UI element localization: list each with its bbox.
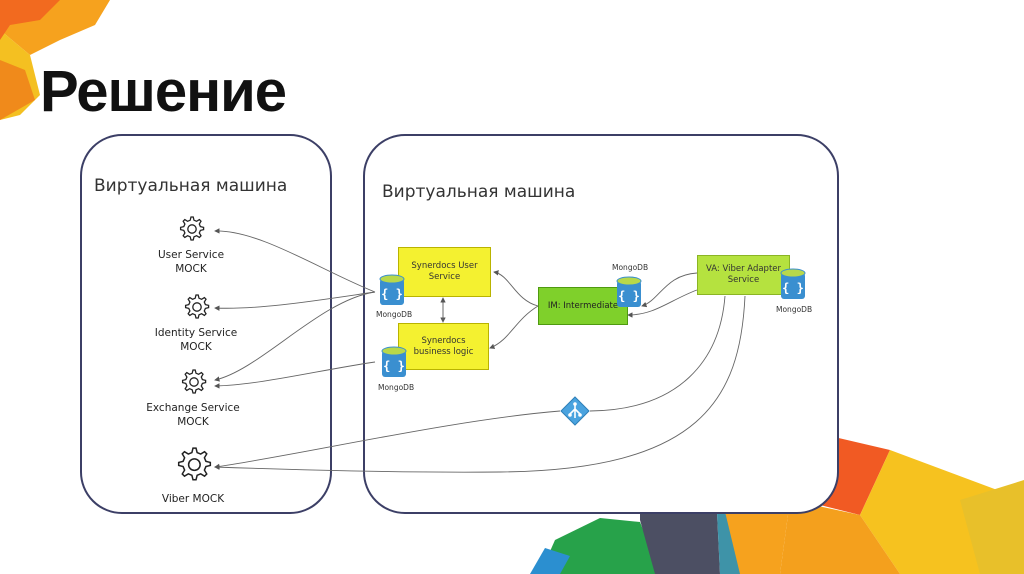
box-synerdocs-user-service: Synerdocs User Service — [398, 247, 491, 297]
service-exchange-mock-label: MOCK — [177, 416, 209, 428]
gear-icon — [179, 216, 205, 241]
box-viber-adapter-line1: VA: Viber Adapter — [705, 264, 782, 274]
db-label-intermediate: MongoDB — [612, 263, 649, 272]
gateway-icon — [560, 396, 590, 426]
service-exchange-name: Exchange Service — [146, 402, 240, 414]
service-identity-name: Identity Service — [154, 327, 238, 339]
service-viber-name: Viber MOCK — [161, 493, 225, 505]
service-identity-mock: Identity Service MOCK — [136, 292, 256, 354]
service-exchange-mock: Exchange Service MOCK — [133, 367, 253, 429]
gear-icon — [181, 369, 207, 394]
vm-left-label: Виртуальная машина — [94, 176, 288, 196]
service-identity-mock-label: MOCK — [180, 341, 212, 353]
svg-text:{ }: { } — [383, 359, 405, 373]
page-title: Решение — [40, 59, 287, 124]
svg-text:{ }: { } — [782, 281, 804, 295]
box-viber-adapter-service: VA: Viber Adapter Service — [697, 255, 790, 295]
box-synerdocs-business-logic: Synerdocs business logic — [398, 323, 489, 370]
service-user-name: User Service — [157, 249, 225, 261]
deco-shape-green — [540, 518, 660, 574]
deco-shape-orange-left — [0, 60, 35, 120]
mongodb-database-icon: { } — [616, 276, 642, 307]
db-label-viber-adapter: MongoDB — [776, 305, 813, 314]
box-viber-adapter-line2: Service — [727, 275, 760, 285]
mongodb-database-icon: { } — [381, 346, 407, 377]
svg-text:{ }: { } — [618, 289, 640, 303]
box-business-logic-line2: business logic — [413, 346, 474, 357]
deco-shape-red-top — [0, 0, 60, 40]
service-viber-mock: Viber MOCK — [133, 444, 253, 506]
mongodb-database-icon: { } — [379, 274, 405, 305]
gear-icon — [177, 447, 212, 481]
service-user-mock: User Service MOCK — [131, 214, 251, 276]
deco-shape-yellow-edge — [960, 480, 1024, 574]
service-user-mock-label: MOCK — [175, 263, 207, 275]
box-im-intermediate-label: IM: Intermediate — [547, 301, 619, 311]
db-label-user-service: MongoDB — [376, 310, 413, 319]
vm-right-label: Виртуальная машина — [382, 182, 576, 202]
box-im-intermediate: IM: Intermediate — [538, 287, 628, 325]
svg-text:{ }: { } — [381, 287, 403, 301]
box-synerdocs-user-service-label: Synerdocs User Service — [411, 261, 478, 282]
deco-shape-blue-small — [530, 548, 570, 574]
box-business-logic-line1: Synerdocs — [421, 335, 466, 346]
db-label-business-logic: MongoDB — [378, 383, 415, 392]
mongodb-database-icon: { } — [780, 268, 806, 299]
deco-shape-orange-right — [780, 500, 900, 574]
gear-icon — [184, 294, 210, 319]
